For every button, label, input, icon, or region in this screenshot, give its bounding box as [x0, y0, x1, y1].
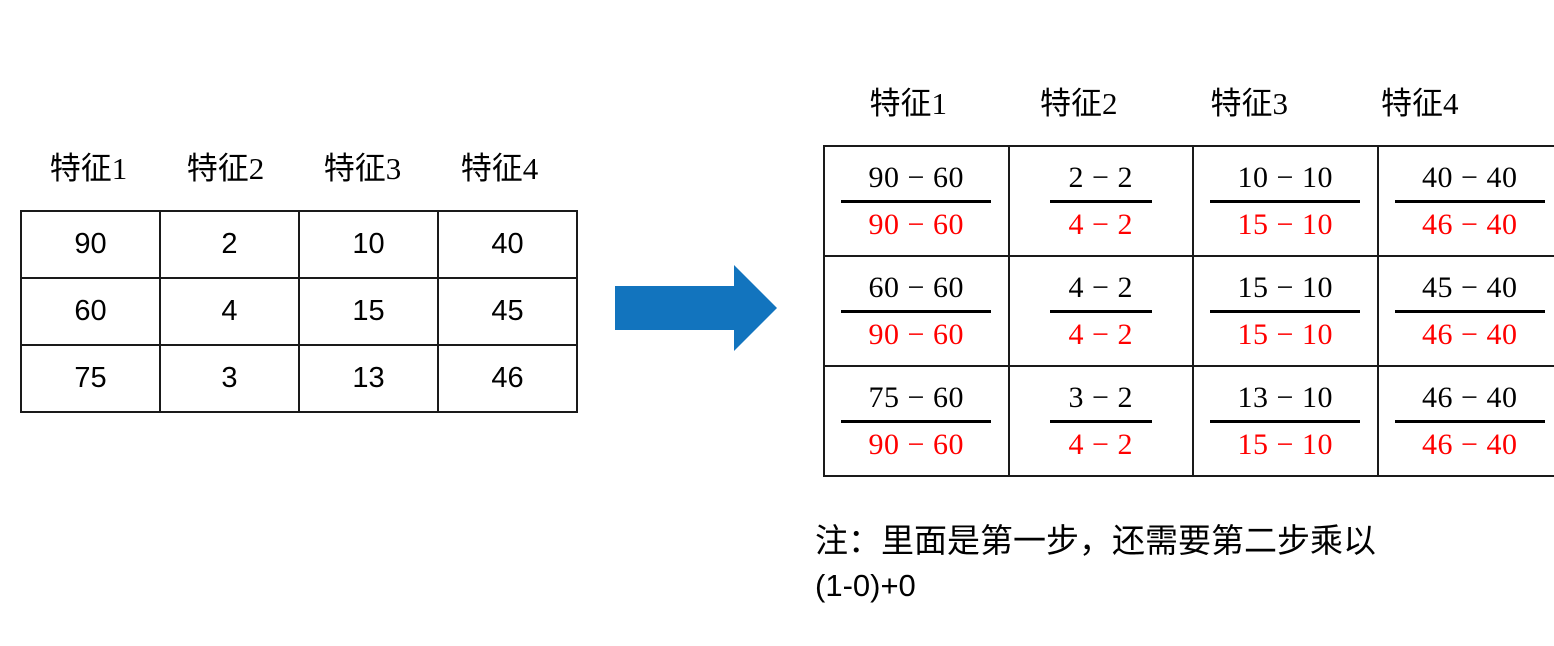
normalization-formula-table: 90 − 60 90 − 60 2 − 2 4 − 2 10 − 10 15 −… — [823, 145, 1554, 477]
frac-cell-r0-c2: 10 − 10 15 − 10 — [1192, 145, 1379, 257]
table-row: 60 4 15 45 — [20, 277, 578, 346]
table-row: 75 3 13 46 — [20, 344, 578, 413]
numerator: 45 − 40 — [1422, 270, 1518, 304]
denominator: 90 − 60 — [868, 207, 964, 241]
right-header-feature-1: 特征1 — [869, 86, 948, 121]
fraction-bar — [1049, 199, 1152, 203]
cell-r2-c1: 3 — [159, 344, 300, 413]
right-header-feature-4: 特征4 — [1381, 86, 1459, 121]
fraction-bar — [841, 419, 992, 423]
fraction-bar — [1394, 199, 1545, 203]
table-row: 75 − 60 90 − 60 3 − 2 4 − 2 13 − 10 15 −… — [823, 365, 1554, 477]
right-header-feature-2: 特征2 — [1040, 86, 1118, 121]
numerator: 90 − 60 — [868, 160, 964, 194]
right-arrow-icon — [615, 265, 777, 351]
fraction-bar — [841, 199, 992, 203]
numerator: 13 − 10 — [1237, 380, 1333, 414]
note-line-2: (1-0)+0 — [815, 567, 916, 603]
fraction: 4 − 2 4 − 2 — [1016, 257, 1187, 365]
cell-r0-c3: 40 — [437, 210, 578, 279]
frac-cell-r2-c1: 3 − 2 4 − 2 — [1007, 365, 1194, 477]
cell-r0-c1: 2 — [159, 210, 300, 279]
fraction-bar — [841, 309, 992, 313]
numerator: 2 − 2 — [1068, 160, 1133, 194]
cell-r2-c3: 46 — [437, 344, 578, 413]
fraction-bar — [1210, 419, 1361, 423]
left-header-feature-1: 特征1 — [49, 151, 128, 186]
frac-cell-r1-c0: 60 − 60 90 − 60 — [823, 255, 1010, 367]
numerator: 15 − 10 — [1237, 270, 1333, 304]
table-row: 90 2 10 40 — [20, 210, 578, 279]
denominator: 4 − 2 — [1068, 317, 1133, 351]
frac-cell-r2-c2: 13 − 10 15 − 10 — [1192, 365, 1379, 477]
right-table-headers: 特征1 特征2 特征3 特征4 — [823, 78, 1505, 123]
cell-r0-c0: 90 — [20, 210, 161, 279]
frac-cell-r0-c1: 2 − 2 4 − 2 — [1007, 145, 1194, 257]
fraction-bar — [1049, 419, 1152, 423]
frac-cell-r2-c0: 75 − 60 90 − 60 — [823, 365, 1010, 477]
numerator: 75 − 60 — [868, 380, 964, 414]
frac-cell-r1-c3: 45 − 40 46 − 40 — [1376, 255, 1554, 367]
left-header-feature-3: 特征3 — [323, 151, 402, 186]
frac-cell-r0-c0: 90 − 60 90 − 60 — [823, 145, 1010, 257]
cell-r1-c0: 60 — [20, 277, 161, 346]
numerator: 4 − 2 — [1068, 270, 1133, 304]
fraction: 40 − 40 46 − 40 — [1385, 147, 1554, 255]
frac-cell-r2-c3: 46 − 40 46 − 40 — [1376, 365, 1554, 477]
fraction-bar — [1210, 199, 1361, 203]
fraction: 3 − 2 4 − 2 — [1016, 367, 1187, 475]
denominator: 90 − 60 — [868, 427, 964, 461]
fraction: 45 − 40 46 − 40 — [1385, 257, 1554, 365]
cell-r2-c2: 13 — [298, 344, 439, 413]
fraction: 90 − 60 90 − 60 — [831, 147, 1002, 255]
denominator: 4 − 2 — [1068, 427, 1133, 461]
right-header-feature-3: 特征3 — [1210, 86, 1289, 121]
numerator: 3 − 2 — [1068, 380, 1133, 414]
fraction-bar — [1394, 419, 1545, 423]
left-header-feature-4: 特征4 — [460, 151, 539, 186]
frac-cell-r0-c3: 40 − 40 46 − 40 — [1376, 145, 1554, 257]
fraction-bar — [1394, 309, 1545, 313]
table-row: 60 − 60 90 − 60 4 − 2 4 − 2 15 − 10 15 −… — [823, 255, 1554, 367]
frac-cell-r1-c1: 4 − 2 4 − 2 — [1007, 255, 1194, 367]
note-text: 注：里面是第一步，还需要第二步乘以 (1-0)+0 — [815, 521, 1530, 606]
note-line-1: 注：里面是第一步，还需要第二步乘以 — [815, 524, 1376, 560]
fraction-bar — [1210, 309, 1361, 313]
denominator: 46 − 40 — [1422, 207, 1518, 241]
denominator: 46 − 40 — [1422, 427, 1518, 461]
denominator: 46 − 40 — [1422, 317, 1518, 351]
numerator: 10 − 10 — [1237, 160, 1333, 194]
fraction-bar — [1049, 309, 1152, 313]
raw-values-table: 90 2 10 40 60 4 15 45 75 3 13 46 — [20, 210, 578, 413]
cell-r1-c3: 45 — [437, 277, 578, 346]
fraction: 60 − 60 90 − 60 — [831, 257, 1002, 365]
fraction: 15 − 10 15 − 10 — [1200, 257, 1371, 365]
cell-r2-c0: 75 — [20, 344, 161, 413]
denominator: 15 − 10 — [1237, 207, 1333, 241]
denominator: 90 − 60 — [868, 317, 964, 351]
denominator: 15 − 10 — [1237, 317, 1333, 351]
cell-r1-c1: 4 — [159, 277, 300, 346]
numerator: 40 − 40 — [1422, 160, 1518, 194]
fraction: 2 − 2 4 − 2 — [1016, 147, 1187, 255]
denominator: 15 − 10 — [1237, 427, 1333, 461]
fraction: 46 − 40 46 − 40 — [1385, 367, 1554, 475]
left-header-feature-2: 特征2 — [186, 151, 265, 186]
frac-cell-r1-c2: 15 − 10 15 − 10 — [1192, 255, 1379, 367]
cell-r1-c2: 15 — [298, 277, 439, 346]
numerator: 46 − 40 — [1422, 380, 1518, 414]
fraction: 13 − 10 15 − 10 — [1200, 367, 1371, 475]
denominator: 4 − 2 — [1068, 207, 1133, 241]
fraction: 10 − 10 15 − 10 — [1200, 147, 1371, 255]
numerator: 60 − 60 — [868, 270, 964, 304]
left-table-headers: 特征1 特征2 特征3 特征4 — [20, 143, 568, 188]
cell-r0-c2: 10 — [298, 210, 439, 279]
table-row: 90 − 60 90 − 60 2 − 2 4 − 2 10 − 10 15 −… — [823, 145, 1554, 257]
fraction: 75 − 60 90 − 60 — [831, 367, 1002, 475]
